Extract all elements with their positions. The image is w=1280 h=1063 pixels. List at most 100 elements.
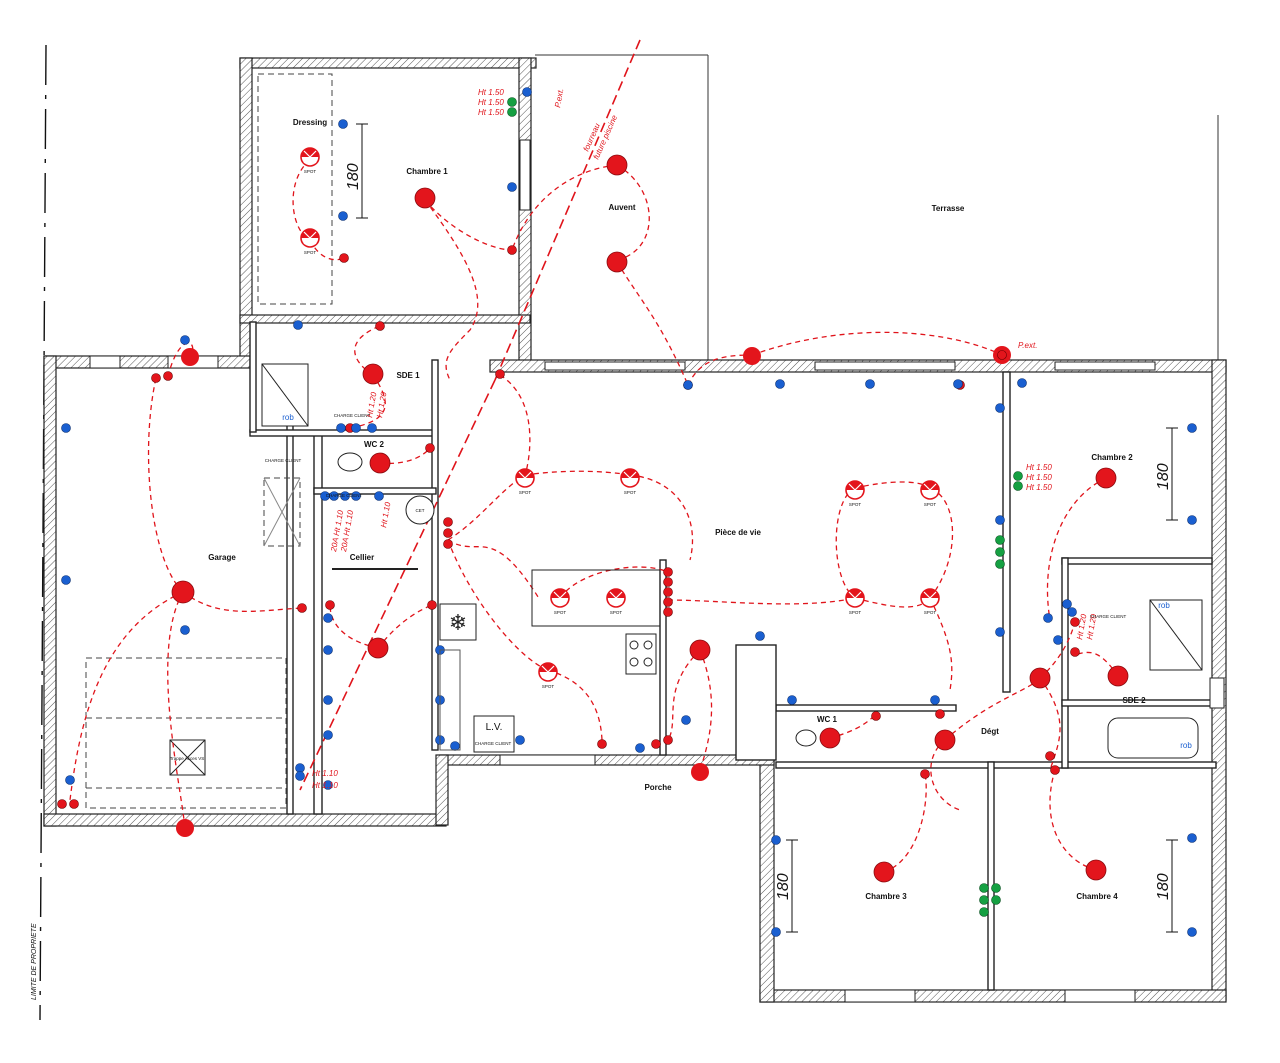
room-label-garage: Garage [208,553,236,562]
switch-icon [339,253,349,263]
switch-icon [443,539,453,549]
socket-icon [374,491,384,501]
wall-light-icon [176,819,194,837]
socket-icon [755,631,765,641]
spot-label: SPOT [849,610,862,615]
dim-180: 180 [1155,873,1172,900]
socket-icon [61,423,71,433]
socket-icon [351,491,361,501]
room-label-cellier: Cellier [350,553,374,562]
spot-icon: SPOT [845,480,865,507]
ht110-label: Ht 1.10 [379,501,392,529]
ceiling-light-icon [369,452,391,474]
ceiling-light-icon [934,729,956,751]
dim-180: 180 [345,163,362,190]
room-label-chambre3: Chambre 3 [865,892,907,901]
switch-icon [1050,765,1060,775]
socket-icon [295,763,305,773]
spot-label: SPOT [554,610,567,615]
socket-icon [329,491,339,501]
wiring [69,39,1119,873]
ceiling-light-icon [171,580,195,604]
terrace-outline [535,54,1219,360]
switch-icon [651,739,661,749]
spot-label: SPOT [849,502,862,507]
switch-icon [427,600,437,610]
socket-icon [180,625,190,635]
socket-icon [323,613,333,623]
ht150-label: Ht 1.50 [1026,483,1052,492]
room-label-sde1: SDE 1 [396,371,420,380]
spot-icon: SPOT [538,662,558,689]
socket-icon [522,87,532,97]
dressing-outline [257,73,333,305]
switch-icon [297,603,307,613]
network-outlet-icon [995,559,1005,569]
network-outlet-icon [979,895,989,905]
switch-icon [375,321,385,331]
socket-icon [953,379,963,389]
socket-icon [681,715,691,725]
socket-icon [1187,927,1197,937]
switch-icon [663,597,673,607]
socket-icon [295,771,305,781]
room-label-lv: L.V. [486,722,503,733]
ht150-label: Ht 1.50 [1026,463,1052,472]
socket-icon [1043,613,1053,623]
network-outlet-icon [991,883,1001,893]
switch-icon [1070,617,1080,627]
socket-icon [340,491,350,501]
room-label-chambre4: Chambre 4 [1076,892,1118,901]
spot-icon: SPOT [300,147,320,174]
socket-icon [351,423,361,433]
charge-client-label: CHARGE CLIENT [265,458,302,463]
switch-icon [151,373,161,383]
ceiling-light-icon [1085,859,1107,881]
switch-icon [920,769,930,779]
ceiling-light-icon [362,363,384,385]
windows [89,139,1225,1003]
spot-icon: SPOT [920,480,940,507]
switch-icon [69,799,79,809]
ht150-label: Ht 1.50 [478,98,504,107]
property-limit-label: LIMITE DE PROPRIETE [31,923,38,1000]
red-annotations: Ht 1.50 Ht 1.50 Ht 1.50 Ht 1.50 Ht 1.50 … [265,88,1193,790]
fixtures: ❄ [261,363,1203,759]
room-label-chambre2: Chambre 2 [1091,453,1133,462]
ht150-label: Ht 1.50 [478,108,504,117]
socket-icon [323,780,333,790]
ceiling-light-icon [819,727,841,749]
socket-icon [1053,635,1063,645]
switch-icon [663,607,673,617]
room-label-sde2: SDE 2 [1122,696,1146,705]
socket-icon [507,182,517,192]
room-label-piece-de-vie: Pièce de vie [715,528,761,537]
ceiling-lights [171,154,1129,883]
network-outlet-icon [979,883,989,893]
ht150-label: Ht 1.50 [1026,473,1052,482]
socket-icon [771,927,781,937]
socket-icon [450,741,460,751]
charge-client-label: CHARGE CLIENT [326,493,363,498]
socket-icon [336,423,346,433]
switch-icon [935,709,945,719]
socket-icon [635,743,645,753]
spot-icon: SPOT [845,588,865,615]
ceiling-light-icon [414,187,436,209]
charge-client-label: CHARGE CLIENT [475,741,512,746]
room-label-wc1: WC 1 [817,715,838,724]
room-label-terrasse: Terrasse [932,204,965,213]
room-labels: Dressing Chambre 1 Auvent Terrasse SDE 1… [208,118,1146,901]
spot-icon: SPOT [550,588,570,615]
network-outlet-icon [1013,471,1023,481]
switch-icon [425,443,435,453]
switch-icon [597,739,607,749]
snowflake-icon: ❄ [449,610,467,635]
charge-client-label: CHARGE CLIENT [334,413,371,418]
socket-icon [1187,833,1197,843]
charge-client-label: CHARGE CLIENT [1090,614,1127,619]
spot-label: SPOT [624,490,637,495]
dim-180: 180 [1155,463,1172,490]
